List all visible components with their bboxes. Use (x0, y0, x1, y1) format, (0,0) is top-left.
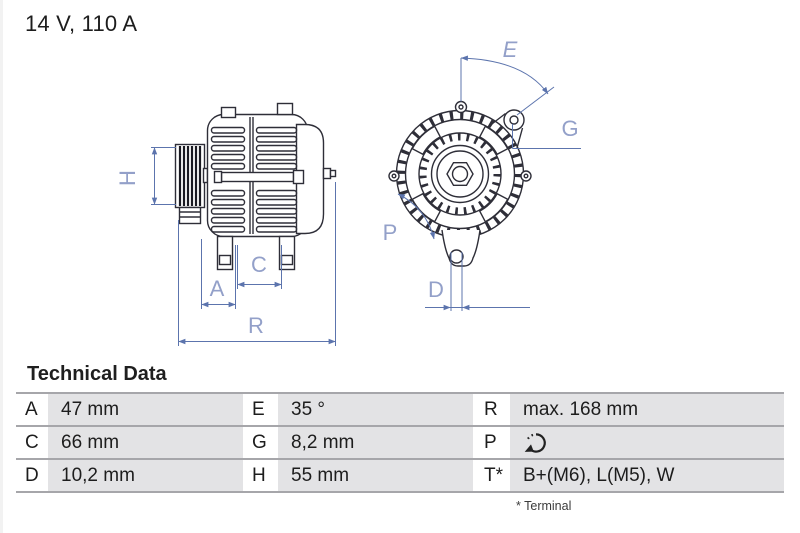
dimension-A: A (201, 239, 236, 309)
table-value-P (510, 425, 784, 458)
table-label-G: G (243, 425, 278, 458)
cooling-fins-front (210, 126, 246, 233)
technical-drawing: H A C R (115, 40, 581, 346)
technical-data-heading: Technical Data (27, 363, 167, 385)
table-label-H: H (243, 458, 278, 491)
dimension-E: E (460, 40, 555, 116)
dim-label-H: H (115, 170, 140, 186)
dimension-C: C (237, 245, 282, 289)
table-label-E: E (243, 392, 278, 425)
front-view-drawing: E G P D (383, 40, 581, 311)
adjusting-ear (487, 109, 525, 149)
rotation-direction-icon (524, 432, 546, 453)
table-label-P: P (473, 425, 510, 458)
table-value-E: 35 ° (278, 392, 473, 425)
dimension-R: R (178, 182, 336, 346)
cooling-fins-rear (255, 126, 298, 233)
table-value-C: 66 mm (48, 425, 243, 458)
dim-label-E: E (503, 40, 518, 62)
table-label-C: C (16, 425, 48, 458)
table-value-T: B+(M6), L(M5), W (510, 458, 784, 491)
dim-label-A: A (210, 276, 225, 301)
table-label-A: A (16, 392, 48, 425)
table-value-D: 10,2 mm (48, 458, 243, 491)
mounting-feet (216, 235, 296, 271)
dim-label-D: D (428, 277, 444, 302)
dimension-D: D (425, 252, 530, 311)
table-value-G: 8,2 mm (278, 425, 473, 458)
dim-label-R: R (248, 313, 264, 338)
bottom-foot (441, 229, 481, 267)
technical-data-table: A 47 mm E 35 ° R max. 168 mm C 66 mm G 8… (16, 392, 784, 493)
table-label-T: T* (473, 458, 510, 491)
table-value-H: 55 mm (278, 458, 473, 491)
shaft-nut (446, 161, 474, 187)
dim-label-C: C (251, 252, 267, 277)
dimension-G: G (512, 116, 581, 149)
alternator-body (206, 102, 337, 271)
table-value-R: max. 168 mm (510, 392, 784, 425)
page-edge (0, 0, 3, 533)
product-spec-title: 14 V, 110 A (25, 11, 138, 36)
dim-label-P: P (383, 220, 398, 245)
terminal-footnote: * Terminal (516, 499, 572, 513)
dim-label-G: G (561, 116, 578, 141)
table-label-D: D (16, 458, 48, 491)
side-view-drawing: H A C R (115, 102, 337, 346)
dimension-H: H (115, 147, 176, 205)
table-value-A: 47 mm (48, 392, 243, 425)
table-label-R: R (473, 392, 510, 425)
pulley (174, 143, 209, 225)
dimension-P: P (383, 193, 436, 245)
